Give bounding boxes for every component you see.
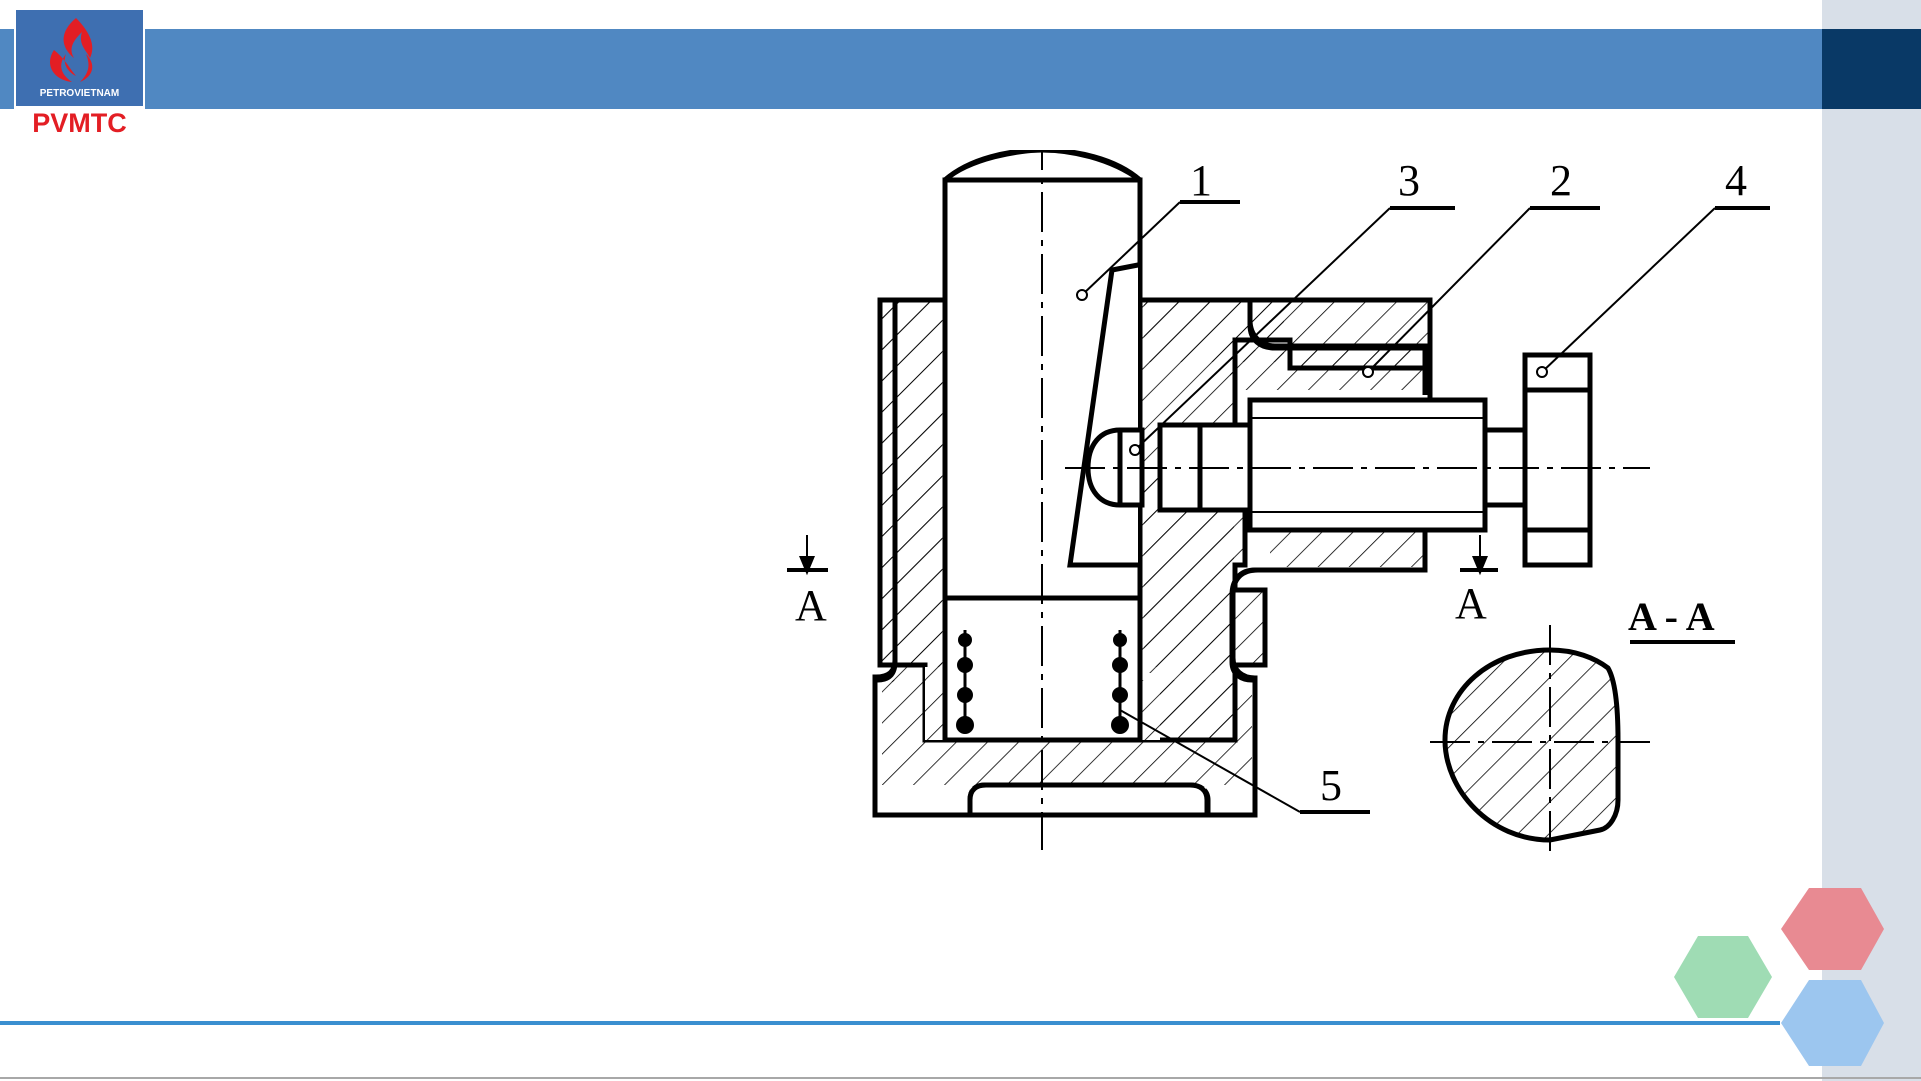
part-label-2: 2 xyxy=(1550,156,1572,205)
header-accent-block xyxy=(1822,29,1921,109)
logo-brand-text: PETROVIETNAM xyxy=(18,88,141,99)
company-logo: PETROVIETNAM PVMTC xyxy=(14,10,145,138)
blue-hexagon-icon xyxy=(1781,980,1884,1066)
green-hexagon-icon xyxy=(1674,936,1772,1018)
part-label-1: 1 xyxy=(1190,156,1212,205)
header-bar xyxy=(0,29,1822,109)
bottom-divider-line xyxy=(0,1021,1780,1025)
red-hexagon-icon xyxy=(1781,888,1884,970)
section-title: A - A xyxy=(1628,594,1715,639)
technical-drawing: 1 3 2 4 5 A A A - A xyxy=(770,150,1790,860)
section-marker-right: A xyxy=(1455,579,1487,628)
nut-part-4 xyxy=(1525,355,1590,565)
logo-company-name: PVMTC xyxy=(14,109,145,137)
decorative-hexagons xyxy=(1670,880,1921,1081)
bottom-edge-line xyxy=(0,1077,1921,1079)
section-view-a-a xyxy=(1430,625,1735,852)
part-label-5: 5 xyxy=(1320,761,1342,810)
part-label-3: 3 xyxy=(1398,156,1420,205)
section-marker-left: A xyxy=(795,581,827,630)
part-label-4: 4 xyxy=(1725,156,1747,205)
